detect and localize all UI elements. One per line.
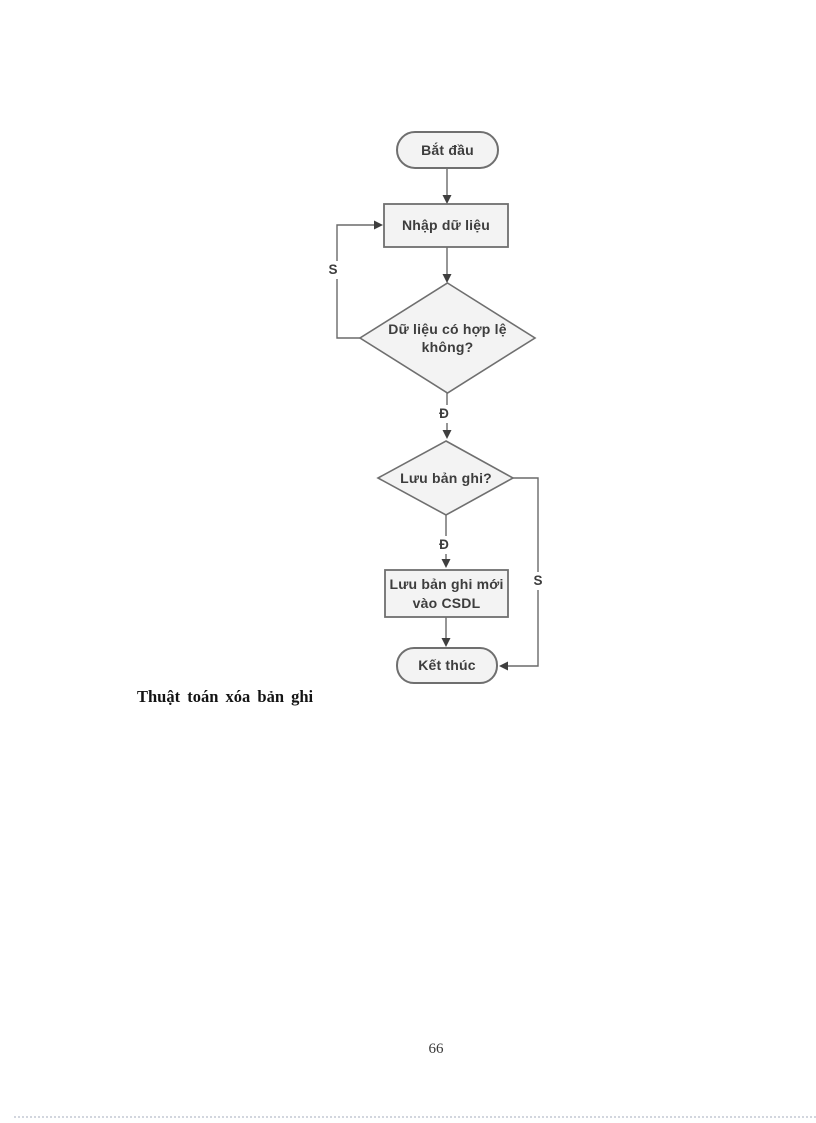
page-number: 66 xyxy=(428,1041,444,1057)
node-saveq-label: Lưu bản ghi? xyxy=(400,469,492,486)
edge-label-yes-1: Đ xyxy=(435,405,453,423)
arrowhead-validate-saveq xyxy=(442,430,452,439)
edge-label-no-2: S xyxy=(529,572,547,590)
saveq-decision-shape xyxy=(376,440,515,516)
arrowhead-saveq-end-branch xyxy=(499,661,508,671)
edge-validate-input-loop xyxy=(336,224,375,339)
scan-artifact-line xyxy=(14,1116,816,1118)
input-process-shape xyxy=(383,203,509,248)
arrowhead-saveq-save xyxy=(441,559,451,568)
edge-label-yes-2: Đ xyxy=(435,536,453,554)
arrowhead-save-end xyxy=(441,638,451,647)
node-validate-label: Dữ liệu có hợp lệ không? xyxy=(388,320,507,355)
node-start-label: Bắt đầu xyxy=(421,141,474,158)
arrowhead-input-validate xyxy=(442,274,452,283)
start-terminator-shape xyxy=(396,131,499,169)
node-end-label: Kết thúc xyxy=(418,657,476,674)
validate-decision-shape xyxy=(358,282,537,394)
node-input-label: Nhập dữ liệu xyxy=(402,217,490,234)
end-terminator-shape xyxy=(396,647,498,684)
save-process-shape xyxy=(384,569,509,618)
arrowhead-start-input xyxy=(442,195,452,204)
edge-label-no-1: S xyxy=(324,261,342,279)
node-save-label: Lưu bản ghi mới vào CSDL xyxy=(389,576,504,611)
arrowhead-validate-input-loop xyxy=(374,220,383,230)
figure-caption: Thuật toán xóa bản ghi xyxy=(137,687,314,706)
